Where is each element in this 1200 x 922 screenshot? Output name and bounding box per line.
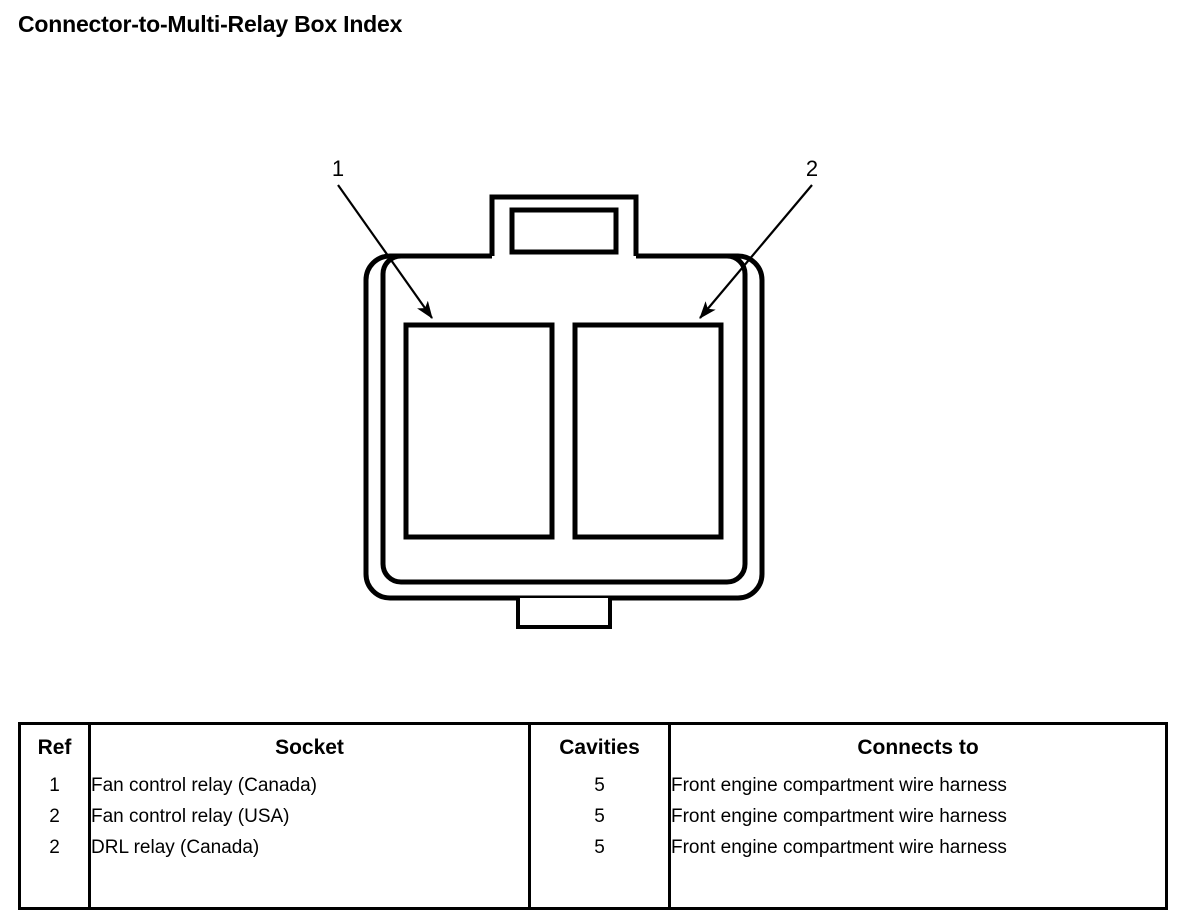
connector-diagram-svg: 1 2 xyxy=(332,156,818,629)
cell-ref: 2 xyxy=(19,801,91,832)
cell-connects-to: Front engine compartment wire harness xyxy=(671,775,1007,796)
cell-socket-empty xyxy=(89,863,531,909)
column-header-socket: Socket xyxy=(89,723,531,770)
bottom-tab xyxy=(516,598,612,629)
cell-cavities: 5 xyxy=(529,770,671,801)
left-socket xyxy=(403,322,555,540)
table-body: 1 Fan control relay (Canada) 5 Front eng… xyxy=(19,770,1167,909)
table-empty-row xyxy=(19,863,1167,909)
cell-socket: Fan control relay (Canada) xyxy=(89,770,531,801)
cell-cavities: 5 xyxy=(529,801,671,832)
column-header-connects-to: Connects to xyxy=(857,736,979,759)
table-row: 2 DRL relay (Canada) 5 Front engine comp… xyxy=(19,832,1167,863)
cell-connects-to: Front engine compartment wire harness xyxy=(671,806,1007,827)
cell-socket: Fan control relay (USA) xyxy=(89,801,531,832)
table-header-row: Ref Socket Cavities Connects to xyxy=(19,723,1167,770)
cell-cavities-empty xyxy=(529,863,671,909)
callout-1-leader-line xyxy=(337,184,433,319)
column-header-cavities: Cavities xyxy=(529,723,671,770)
callout-label-1: 1 xyxy=(332,156,344,181)
callout-label-2: 2 xyxy=(806,156,818,181)
cell-ref-empty xyxy=(19,863,91,909)
right-socket xyxy=(572,322,724,540)
table-row: 1 Fan control relay (Canada) 5 Front eng… xyxy=(19,770,1167,801)
cell-ref: 1 xyxy=(19,770,91,801)
cell-connects-to: Front engine compartment wire harness xyxy=(671,837,1007,858)
cell-connects-to-empty xyxy=(670,863,1167,909)
page-title: Connector-to-Multi-Relay Box Index xyxy=(18,11,403,37)
connector-index-table-wrapper: Ref Socket Cavities Connects to 1 Fan co… xyxy=(18,722,1168,910)
cell-ref: 2 xyxy=(19,832,91,863)
connector-diagram: 1 2 xyxy=(0,60,1200,700)
cell-socket: DRL relay (Canada) xyxy=(89,832,531,863)
connector-index-table: Ref Socket Cavities Connects to 1 Fan co… xyxy=(18,722,1168,910)
table-header: Ref Socket Cavities Connects to xyxy=(19,723,1167,770)
table-row: 2 Fan control relay (USA) 5 Front engine… xyxy=(19,801,1167,832)
top-locking-tab-window xyxy=(509,207,619,255)
callout-2-leader-line xyxy=(699,184,813,319)
column-header-ref: Ref xyxy=(19,723,91,770)
cell-cavities: 5 xyxy=(529,832,671,863)
